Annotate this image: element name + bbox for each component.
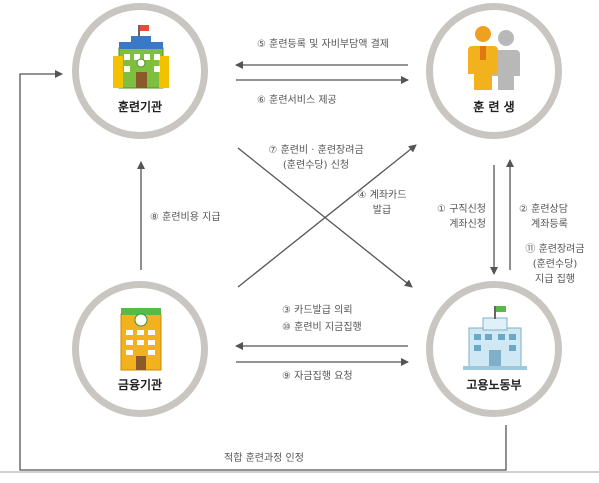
label-fund-request: ⑨ 자금집행 요청	[282, 371, 353, 382]
bank-building-icon	[120, 308, 162, 371]
label-allowance-application: ⑦ 훈련비 · 훈련장려금 (훈련수당) 신청	[258, 143, 374, 173]
job-application-line1: ① 구직신청	[437, 204, 486, 215]
label-card-issue: ④ 계좌카드 발급	[350, 188, 414, 218]
label-job-application: ① 구직신청 계좌신청	[420, 202, 486, 232]
training-institution-label: 훈련기관	[117, 100, 163, 114]
node-financial-institution: 금융기관	[72, 281, 208, 417]
allowance-application-line1: ⑦ 훈련비 · 훈련장려금	[268, 145, 364, 156]
allowance-payment-line1: ⑪ 훈련장려금	[525, 244, 585, 255]
allowance-payment-line2: (훈련수당)	[532, 259, 578, 270]
label-card-request: ③ 카드발급 의뢰	[282, 305, 353, 316]
label-allowance-payment: ⑪ 훈련장려금 (훈련수당) 지급 집행	[515, 242, 595, 287]
allowance-payment-line3: 지급 집행	[535, 274, 575, 285]
financial-institution-label: 금융기관	[117, 378, 163, 392]
node-trainee: 훈 련 생	[426, 3, 562, 139]
label-fund-execution: ⑩ 훈련비 지금집행	[282, 322, 362, 333]
allowance-application-line2: (훈련수당) 신청	[282, 160, 350, 171]
card-issue-line2: 발급	[372, 205, 392, 216]
job-application-line2: 계좌신청	[449, 219, 486, 230]
node-training-institution: 훈련기관	[72, 3, 208, 139]
label-service-provision: ⑥ 훈련서비스 제공	[257, 95, 337, 106]
consulting-line1: ② 훈련상담	[519, 204, 568, 215]
label-eligible-course: 적합 훈련과정 인정	[224, 453, 304, 464]
bottom-divider	[0, 471, 599, 473]
card-issue-line1: ④ 계좌카드	[357, 190, 407, 201]
government-building-icon	[463, 306, 527, 370]
node-labor-ministry: 고용노동부	[426, 281, 562, 417]
school-building-icon	[113, 25, 169, 89]
label-consulting: ② 훈련상담 계좌등록	[519, 202, 568, 232]
arrow-eligible-course	[19, 70, 507, 471]
labor-ministry-label: 고용노동부	[466, 378, 522, 392]
consulting-line2: 계좌등록	[531, 219, 568, 230]
label-cost-payment: ⑧ 훈련비용 지급	[150, 212, 221, 223]
people-icon	[468, 26, 520, 90]
label-registration-payment: ⑤ 훈련등록 및 자비부담액 결제	[257, 39, 390, 50]
trainee-label: 훈 련 생	[473, 100, 515, 114]
arrow-card-issue	[237, 144, 417, 288]
